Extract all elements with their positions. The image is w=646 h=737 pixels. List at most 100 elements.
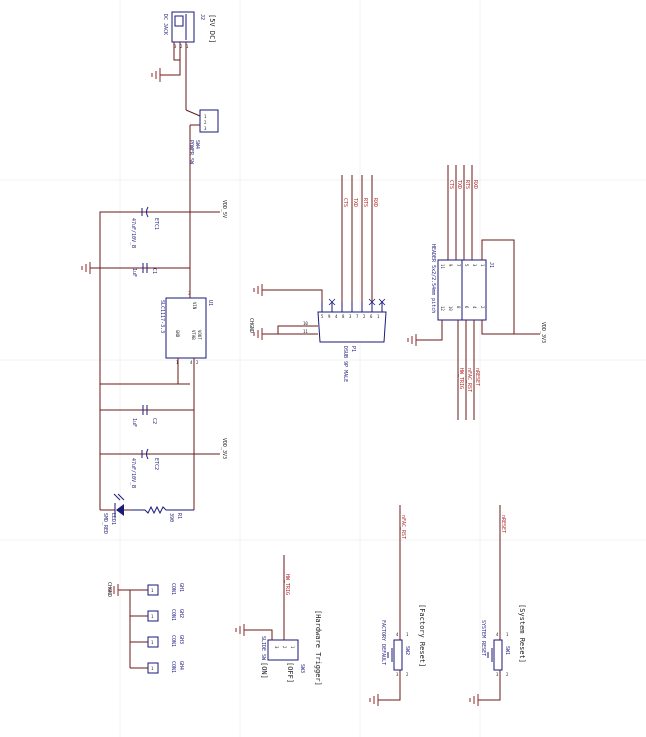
- gh1-ref: GH1: [178, 583, 184, 592]
- slide-pin-3: 3: [274, 646, 279, 649]
- p1-pin-3: 3: [349, 314, 352, 319]
- sw4-pin-label-1: 1: [204, 114, 207, 119]
- j2-dc-jack: J2 DC JACK 1 2 3: [162, 11, 205, 49]
- header-pin-1: 1: [480, 264, 485, 267]
- fac-pin-3: 3: [396, 672, 399, 677]
- rs232-net-cts: CTS: [342, 198, 348, 207]
- u1-ref: U1: [207, 300, 213, 306]
- header-value: HEADER 5x2/2.54mm pitch: [430, 244, 436, 313]
- gh3-ref: GH3: [178, 635, 184, 644]
- header-pin-6: 6: [464, 306, 469, 309]
- u1-pin-vtab: VTAB: [191, 330, 196, 340]
- title-factory-reset: [Factory Reset]: [418, 604, 426, 667]
- sys-net: nRESET: [500, 515, 506, 533]
- p1-pin-6: 6: [370, 314, 373, 319]
- etc1-capacitor: ETC1 47uF/10V_B: [130, 206, 159, 248]
- sys-pin-4: 4: [496, 632, 499, 637]
- c2-ref: C2: [151, 418, 157, 424]
- hole-gh2: 1 GH2 CON1: [130, 609, 184, 622]
- led1-ref: LED1: [110, 513, 116, 525]
- label-on: [ON]: [260, 662, 268, 679]
- gh4-ref: GH4: [178, 661, 184, 670]
- ground-symbol: [81, 262, 100, 274]
- r1-ref: R1: [176, 513, 182, 519]
- u1-regulator: U1 SLC1117-3.3 VIN VOUT VTAB GND 3 2 4 1: [159, 291, 213, 365]
- p1-pin-7: 7: [356, 314, 359, 319]
- ground-symbol: [253, 328, 263, 340]
- title-hardware-trigger: [Hardware Trigger]: [314, 610, 322, 686]
- gh2-pin: 1: [151, 614, 154, 619]
- slide-pin-1: 1: [290, 646, 295, 649]
- header-pin-9: 9: [448, 264, 453, 267]
- hole-gh3: 1 GH3 CON1: [130, 635, 184, 648]
- etc2-value: 47uF/10V_B: [130, 458, 136, 488]
- j2-ref: J2: [199, 14, 205, 20]
- vdd-3v3-header-label: VDD_3V3: [540, 322, 546, 343]
- p1-pin-4: 4: [335, 314, 338, 319]
- header-pin-12: 12: [440, 306, 445, 311]
- sys-pin-3: 3: [496, 672, 499, 677]
- chgnd-label-holes: CHGND: [106, 582, 112, 597]
- slide-switch: 1 2 3 SW3 SLIDE SW: [260, 636, 305, 673]
- header-net-txd: TXD: [456, 180, 462, 189]
- r1-value: 390: [168, 513, 174, 522]
- p1-pin-10: 10: [303, 321, 308, 326]
- ground-symbol: [253, 284, 263, 296]
- led1-indicator: LED1 SMD_RED: [100, 493, 130, 534]
- rs232-net-rts: RTS: [362, 198, 368, 207]
- p1-no-connect-marks: [328, 298, 386, 306]
- c1-ref: C1: [151, 268, 157, 274]
- header-net-rts: RTS: [464, 180, 470, 189]
- p1-pin-2: 2: [363, 314, 366, 319]
- header-pin-8: 8: [456, 306, 461, 309]
- gh3-pin: 1: [151, 640, 154, 645]
- gh3-value: CON1: [170, 635, 176, 647]
- title-5v-dc: [5V DC]: [208, 14, 216, 44]
- ground-symbol: [407, 334, 417, 346]
- p1-dsub-connector: 5 9 4 8 3 7 2 6 1 10 11 P1 DSUB 9P MALE: [303, 302, 387, 382]
- header-pin-10: 10: [448, 306, 453, 311]
- u1-pin-4: 4: [190, 360, 193, 365]
- gh2-value: CON1: [170, 609, 176, 621]
- c1-capacitor: C1 1uF: [100, 263, 190, 277]
- hole-gh1: 1 GH1 CON1: [130, 583, 184, 596]
- header-net-cts: CTS: [448, 180, 454, 189]
- vdd-3v3-label: VDD_3V3: [221, 438, 227, 459]
- header-pin-4: 4: [472, 306, 477, 309]
- factory-reset-switch: 1 2 3 4 SW2 FACTORY DEFAULT: [380, 620, 410, 677]
- j2-value: DC JACK: [162, 14, 168, 35]
- header-ref: J1: [488, 262, 494, 268]
- header-pin-5: 5: [464, 264, 469, 267]
- rs232-net-txd: TXD: [352, 198, 358, 207]
- j2-pin-3: 3: [174, 44, 177, 49]
- header-net-nfac-rst: nFAC_RST: [466, 368, 472, 392]
- slide-pin-2: 2: [282, 646, 287, 649]
- hole-gh4: 1 GH4 CON1: [130, 661, 184, 674]
- slide-net-hw-trig: HW_TRIG: [284, 574, 290, 595]
- p1-pin-1: 1: [377, 314, 380, 319]
- u1-pin-2: 2: [196, 360, 199, 365]
- fac-net: nFAC_RST: [400, 515, 406, 539]
- gh2-ref: GH2: [178, 609, 184, 618]
- header-nets-top: RXD RTS TXD CTS: [447, 165, 478, 260]
- sw4-value: POWER SW: [188, 140, 194, 165]
- r1-resistor: R1 390: [130, 505, 194, 522]
- ground-holes: CHGND 1 GH1 CON1 1 GH2 CON1 1 GH3 CON1 1…: [106, 582, 184, 674]
- ground-symbol: [235, 624, 245, 636]
- sw4-pin-label-2: 2: [204, 120, 207, 125]
- title-system-reset: [System Reset]: [518, 604, 526, 663]
- sw4-pin-label-3: 3: [204, 126, 207, 131]
- u1-pin-vin: VIN: [192, 302, 197, 310]
- p1-pin-5: 5: [321, 314, 324, 319]
- u1-pin-gnd: GND: [175, 330, 180, 338]
- ground-symbol: [369, 694, 379, 706]
- etc2-capacitor: ETC2 47uF/10V_B: [130, 448, 159, 488]
- header-pin-7: 7: [456, 264, 461, 267]
- fac-pin-1: 1: [406, 632, 409, 637]
- header-5x2: 11 9 7 5 3 1 12 10 8 6 4 2 J1 HEADER 5x2…: [430, 244, 494, 321]
- fac-value: FACTORY DEFAULT: [380, 620, 386, 665]
- header-pin-2: 2: [480, 306, 485, 309]
- slide-value: SLIDE SW: [260, 636, 266, 661]
